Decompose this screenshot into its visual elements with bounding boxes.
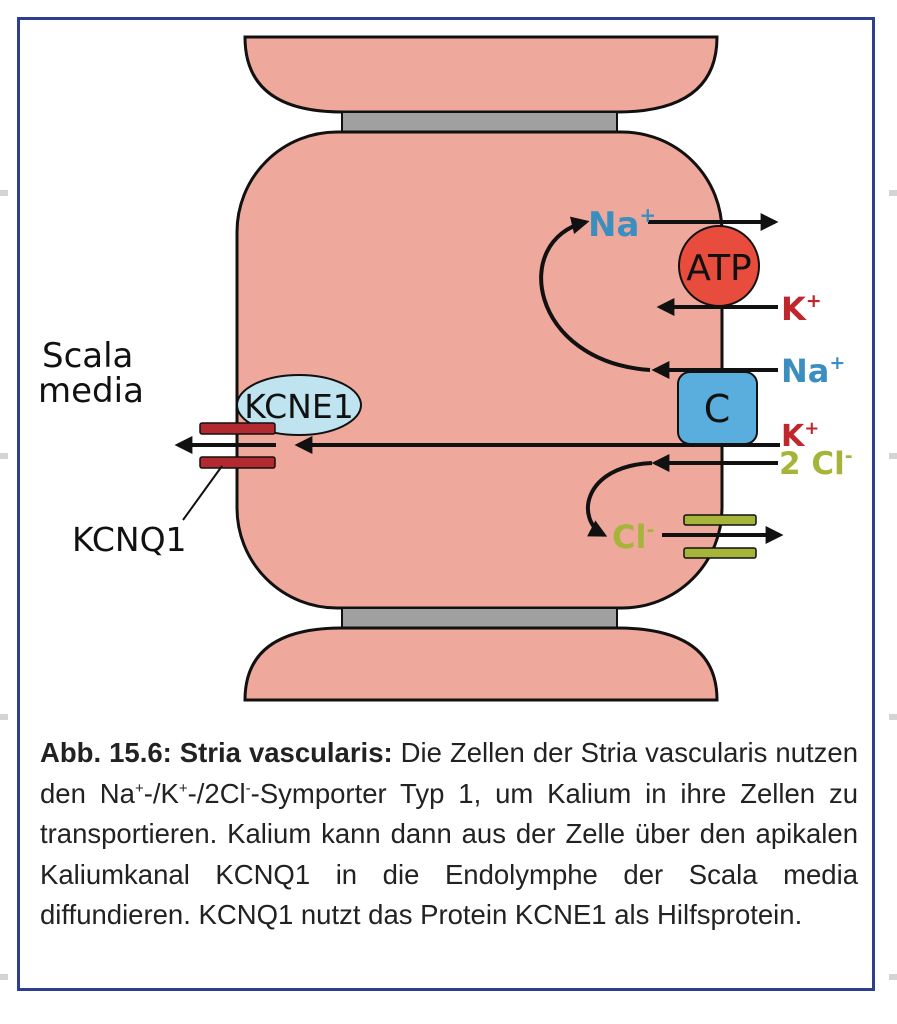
scala-media-label-1: Scala [42, 336, 133, 376]
cl-inner-label: Cl- [612, 518, 654, 556]
k-pump-label: K+ [781, 290, 822, 328]
cl-recycle-arrow [586, 461, 653, 537]
scala-media-label-2: media [38, 371, 144, 411]
cl-channel-top [683, 514, 757, 526]
edge-tick [889, 974, 897, 980]
kcne1-protein [236, 374, 362, 436]
caption-title: Abb. 15.6: Stria vascularis: [40, 737, 393, 768]
cl-channel-bottom [683, 547, 757, 559]
atp-label: ATP [686, 248, 752, 289]
caption-text: Die Zellen der Stria vascularis nutzen d… [40, 737, 858, 809]
edge-tick [0, 974, 8, 980]
na-right-label: Na+ [781, 352, 845, 390]
kcne1-label: KCNE1 [244, 387, 353, 426]
edge-tick [0, 453, 8, 459]
kcnq1-channel-top [199, 422, 276, 435]
caption-text: -Symporter Typ 1, um Kalium in ihre Zell… [40, 777, 858, 931]
edge-tick [0, 714, 8, 720]
kcnq1-pointer [182, 465, 223, 521]
top-cell [243, 35, 719, 114]
caption-sup: - [245, 779, 251, 797]
figure-caption: Abb. 15.6: Stria vascularis: Die Zellen … [40, 733, 858, 936]
edge-tick [889, 453, 897, 459]
edge-tick [889, 714, 897, 720]
caption-text: -/K [143, 777, 179, 809]
caption-sup: + [178, 779, 188, 797]
edge-tick [889, 190, 897, 196]
tight-junction-top [341, 111, 618, 133]
na-top-label: Na+ [588, 203, 656, 245]
caption-text: -/2Cl [187, 777, 246, 809]
kcnq1-label: KCNQ1 [72, 520, 187, 559]
cotransporter-label: C [704, 387, 731, 431]
na-recycle-arrow [539, 216, 651, 372]
kcnq1-channel-bottom [199, 456, 276, 469]
edge-tick [0, 190, 8, 196]
cl2-label: 2 Cl- [779, 445, 853, 482]
caption-sup: + [134, 779, 144, 797]
tight-junction-bottom [341, 607, 618, 629]
k-right-label: K+ [781, 418, 819, 454]
bottom-cell [243, 626, 719, 702]
